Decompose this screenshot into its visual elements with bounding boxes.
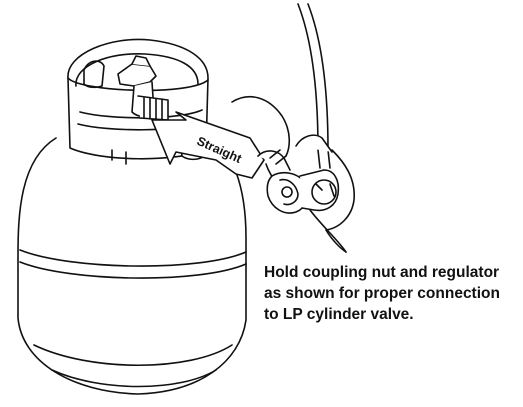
instruction-caption: Hold coupling nut and regulator as shown… <box>264 262 519 325</box>
propane-cylinder <box>17 133 247 395</box>
caption-line: Hold coupling nut and regulator <box>264 264 500 281</box>
caption-line: as shown for proper connection <box>264 285 500 302</box>
hands-and-regulator <box>231 95 355 253</box>
caption-line: to LP cylinder valve. <box>264 306 414 323</box>
